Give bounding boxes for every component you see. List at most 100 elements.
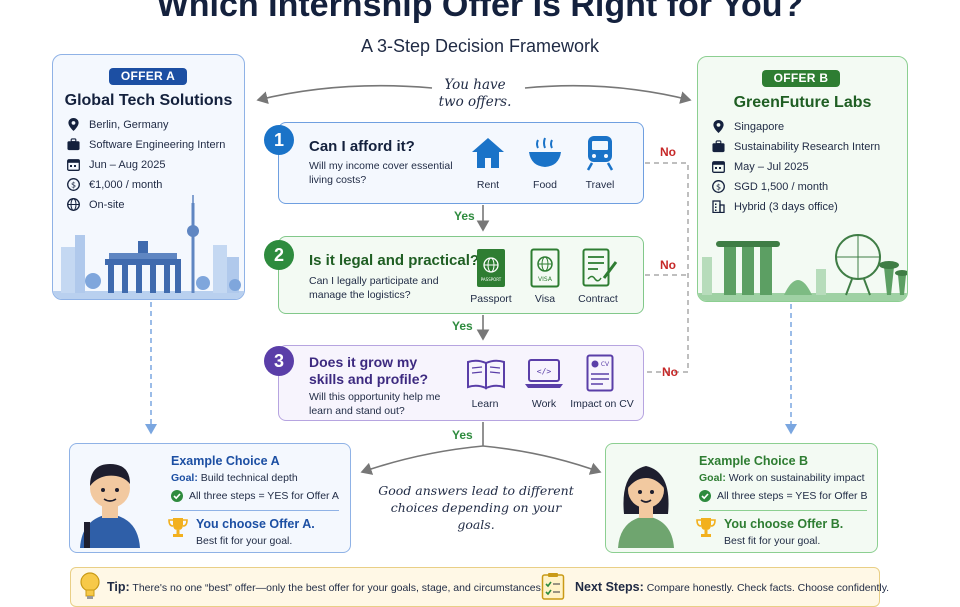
- trophy-icon: [168, 518, 188, 537]
- offer-a-badge: OFFER A: [109, 68, 187, 85]
- choice-a-goal: Goal: Build technical depth: [171, 472, 298, 484]
- berlin-skyline-illustration: [53, 195, 244, 299]
- passport-icon: PASSPORT: [477, 249, 505, 287]
- location-pin-icon: [68, 118, 79, 131]
- step-2-number: 2: [264, 240, 294, 270]
- no-line-step1: [645, 162, 689, 373]
- svg-text:VISA: VISA: [538, 276, 553, 283]
- arrow-to-choice-a: [360, 445, 484, 475]
- trophy-icon: [696, 518, 716, 537]
- no-label-step-3: No: [662, 365, 678, 379]
- step-2-question: Is it legal and practical?: [309, 252, 480, 269]
- page-title: Which Internship Offer Is Right for You?: [156, 0, 804, 24]
- cv-icon: CV: [586, 354, 614, 392]
- choice-a-check: All three steps = YES for Offer A: [171, 490, 339, 502]
- arrow-to-offer-b: [524, 84, 692, 104]
- offer-a-card: OFFER A Global Tech Solutions Berlin, Ge…: [52, 54, 245, 300]
- offer-b-mode: Hybrid (3 days office): [712, 200, 838, 213]
- step-2-icon-label-passport: Passport: [470, 293, 512, 305]
- offer-a-location: Berlin, Germany: [67, 118, 168, 131]
- laptop-icon: </>: [525, 359, 563, 388]
- svg-text:PASSPORT: PASSPORT: [481, 277, 502, 282]
- svg-text:</>: </>: [537, 367, 552, 376]
- globe-icon: [67, 198, 80, 211]
- briefcase-icon: [712, 140, 725, 153]
- arrow-to-offer-a: [256, 84, 433, 104]
- offer-a-role: Software Engineering Intern: [67, 138, 225, 151]
- step-1-icon-label-food: Food: [533, 179, 557, 191]
- offer-a-mode: On-site: [67, 198, 124, 211]
- choice-b-card: Example Choice B Goal: Work on sustainab…: [605, 443, 878, 553]
- choice-b-goal: Goal: Work on sustainability impact: [699, 472, 865, 484]
- contract-icon: [582, 248, 618, 287]
- yes-label-step-2: Yes: [452, 319, 473, 333]
- choice-a-card: Example Choice A Goal: Build technical d…: [69, 443, 351, 553]
- no-label-step-2: No: [660, 258, 676, 272]
- visa-icon: VISA: [530, 248, 560, 288]
- choice-a-divider: [171, 510, 339, 511]
- yes-label-step-1: Yes: [454, 209, 475, 223]
- svg-text:$: $: [716, 183, 721, 192]
- building-icon: [712, 200, 725, 213]
- check-circle-icon: [171, 490, 183, 502]
- house-icon: [472, 138, 504, 168]
- choice-b-divider: [699, 510, 867, 511]
- middle-note: Good answers lead to different choices d…: [378, 483, 574, 532]
- step-1-number: 1: [264, 125, 294, 155]
- offer-b-role: Sustainability Research Intern: [712, 140, 880, 153]
- choice-a-title: Example Choice A: [171, 454, 280, 468]
- step-3-question: Does it grow my skills and profile?: [309, 354, 429, 387]
- step-1-icon-label-rent: Rent: [476, 179, 500, 191]
- offer-a-pay: $ €1,000 / month: [67, 178, 162, 191]
- student-a-avatar: [80, 464, 140, 548]
- bowl-icon: [529, 137, 561, 167]
- singapore-skyline-illustration: [698, 234, 907, 301]
- offer-b-pay: $ SGD 1,500 / month: [712, 180, 828, 193]
- choice-b-result-sub: Best fit for your goal.: [724, 535, 821, 547]
- step-3-description: Will this opportunity help me learn and …: [309, 391, 441, 417]
- step-2-description: Can I legally participate and manage the…: [309, 275, 439, 301]
- step-1-description: Will my income cover essential living co…: [309, 160, 453, 186]
- calendar-icon: [67, 159, 80, 171]
- choice-a-result: You choose Offer A.: [196, 517, 315, 531]
- svg-text:CV: CV: [601, 361, 610, 368]
- step-1-card: [278, 122, 644, 204]
- tip-text: Tip: There's no one “best” offer—only th…: [107, 580, 544, 594]
- arrow-to-choice-b: [482, 445, 602, 475]
- student-b-avatar: [618, 466, 674, 548]
- calendar-icon: [712, 161, 725, 173]
- intro-note: You have two offers.: [438, 77, 512, 110]
- svg-text:$: $: [71, 181, 76, 190]
- step-3-number: 3: [264, 346, 294, 376]
- step-3-card: [278, 345, 644, 421]
- tip-bar: Tip: There's no one “best” offer—only th…: [70, 567, 889, 607]
- no-label-step-1: No: [660, 145, 676, 159]
- briefcase-icon: [67, 138, 80, 151]
- next-steps-text: Next Steps: Compare honestly. Check fact…: [575, 580, 890, 594]
- offer-b-location: Singapore: [712, 120, 784, 133]
- step-1-icon-label-travel: Travel: [585, 179, 615, 191]
- book-icon: [467, 359, 505, 390]
- lightbulb-icon: [80, 572, 100, 599]
- train-icon: [586, 136, 614, 171]
- step-3-icon-label-learn: Learn: [471, 398, 499, 410]
- step-2-icon-label-visa: Visa: [534, 293, 556, 305]
- offer-b-company: GreenFuture Labs: [733, 94, 872, 111]
- location-pin-icon: [713, 120, 724, 133]
- offer-a-company: Global Tech Solutions: [64, 92, 233, 109]
- choice-a-result-sub: Best fit for your goal.: [196, 535, 293, 547]
- yes-label-step-3: Yes: [452, 428, 473, 442]
- step-2-icon-label-contract: Contract: [578, 293, 618, 305]
- check-circle-icon: [699, 490, 711, 502]
- checklist-icon: [541, 573, 565, 600]
- offer-b-dates: May – Jul 2025: [712, 160, 809, 173]
- step-3-icon-label-work: Work: [531, 398, 557, 410]
- step-3-icon-label-impact: Impact on CV: [570, 398, 634, 410]
- choice-b-result: You choose Offer B.: [724, 517, 844, 531]
- money-icon: $: [67, 178, 80, 191]
- offer-a-dates: Jun – Aug 2025: [67, 158, 165, 171]
- money-icon: $: [712, 180, 725, 193]
- step-1-question: Can I afford it?: [309, 138, 415, 155]
- page-subtitle: A 3-Step Decision Framework: [360, 36, 600, 56]
